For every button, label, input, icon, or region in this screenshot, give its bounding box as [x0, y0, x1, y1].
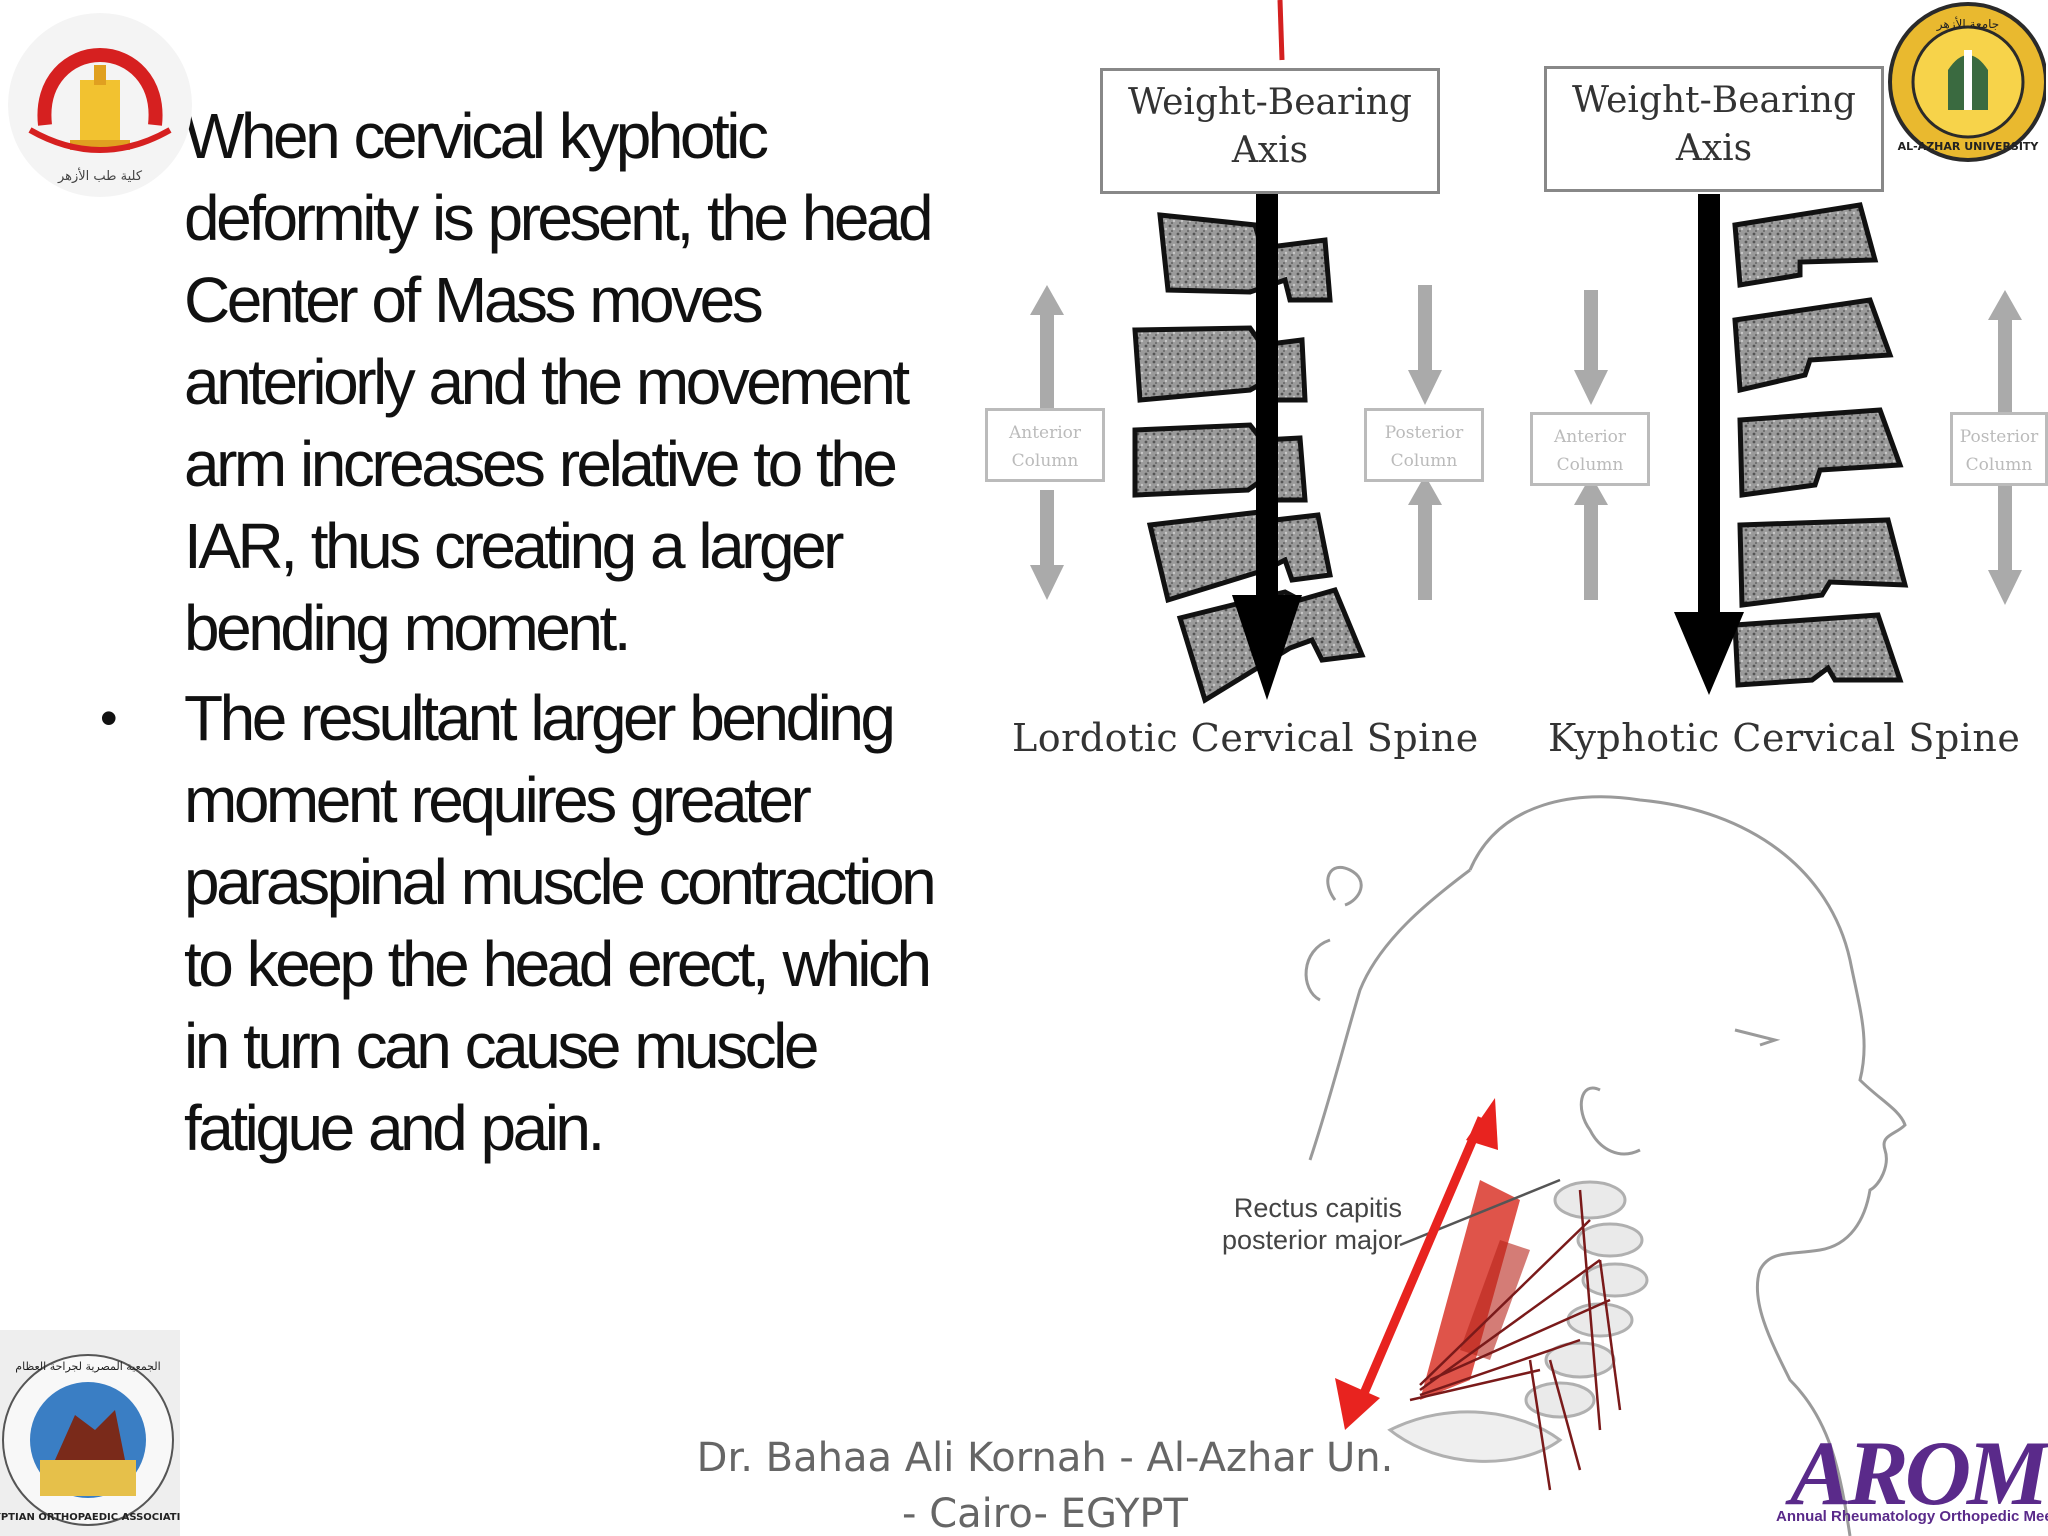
- weight-arrow-head: [1232, 595, 1302, 700]
- faculty-of-medicine-logo: كلية طب الأزهر: [0, 10, 200, 200]
- bullet-dot: •: [100, 690, 118, 746]
- egyptian-orthopaedic-association-logo: EGYPTIAN ORTHOPAEDIC ASSOCIATION الجمعية…: [0, 1330, 197, 1536]
- bullet-item: • The resultant larger bending moment re…: [100, 677, 980, 1169]
- weight-arrow-head: [1674, 612, 1744, 695]
- posterior-column-label: Posterior Column: [1364, 408, 1484, 482]
- anterior-column-label: Anterior Column: [1530, 412, 1650, 486]
- kyphotic-caption: Kyphotic Cervical Spine: [1548, 716, 2021, 760]
- kyphotic-vertebrae: [1732, 202, 1909, 688]
- bullet-text: When cervical kyphotic deformity is pres…: [184, 100, 934, 664]
- moment-arm-arrow: [1351, 1116, 1487, 1414]
- label-pointer: [1399, 1178, 1561, 1247]
- azhar-university-text: AL-AZHAR UNIVERSITY: [1898, 140, 2040, 153]
- al-azhar-university-logo: AL-AZHAR UNIVERSITY جامعة الأزهر: [1886, 0, 2048, 172]
- ortho-association-text: EGYPTIAN ORTHOPAEDIC ASSOCIATION: [0, 1512, 180, 1523]
- faculty-arabic-text: كلية طب الأزهر: [57, 167, 143, 184]
- lordotic-caption: Lordotic Cervical Spine: [1012, 716, 1479, 760]
- posterior-column-label: Posterior Column: [1950, 412, 2048, 486]
- slide-footer: Dr. Bahaa Ali Kornah - Al-Azhar Un. - Ca…: [696, 1435, 1394, 1536]
- anterior-column-label: Anterior Column: [985, 408, 1105, 482]
- muscle-label: Rectus capitis posterior major: [1221, 1193, 1402, 1255]
- muscle-lines: [1409, 1189, 1622, 1491]
- weight-arrow-shaft: [1698, 194, 1720, 624]
- arrow-head-top: [1466, 1098, 1498, 1150]
- red-indicator-line: [1277, 0, 1285, 61]
- ortho-arabic-text: الجمعية المصرية لجراحة العظام: [15, 1360, 160, 1373]
- azhar-arabic-text: جامعة الأزهر: [1936, 16, 1999, 32]
- weight-arrow-shaft: [1256, 194, 1278, 604]
- paraspinal-muscle: [1420, 1180, 1520, 1400]
- bullet-item: • When cervical kyphotic deformity is pr…: [100, 95, 980, 669]
- weight-bearing-axis-label: Weight-Bearing Axis: [1544, 66, 1884, 192]
- head-illustration: [1304, 795, 1907, 1536]
- arom-wordmark: AROM: [1790, 1422, 2048, 1524]
- arom-caption: Annual Rheumatology Orthopedic Meeting: [1776, 1508, 2048, 1525]
- bullet-list: • When cervical kyphotic deformity is pr…: [100, 95, 980, 1169]
- arrow-head-bottom: [1335, 1378, 1380, 1430]
- bullet-text: The resultant larger bending moment requ…: [184, 682, 937, 1164]
- weight-bearing-axis-label: Weight-Bearing Axis: [1100, 68, 1440, 194]
- column-arrows: [1030, 285, 2022, 605]
- arom-logo: AROM Annual Rheumatology Orthopedic Meet…: [1770, 1420, 2048, 1532]
